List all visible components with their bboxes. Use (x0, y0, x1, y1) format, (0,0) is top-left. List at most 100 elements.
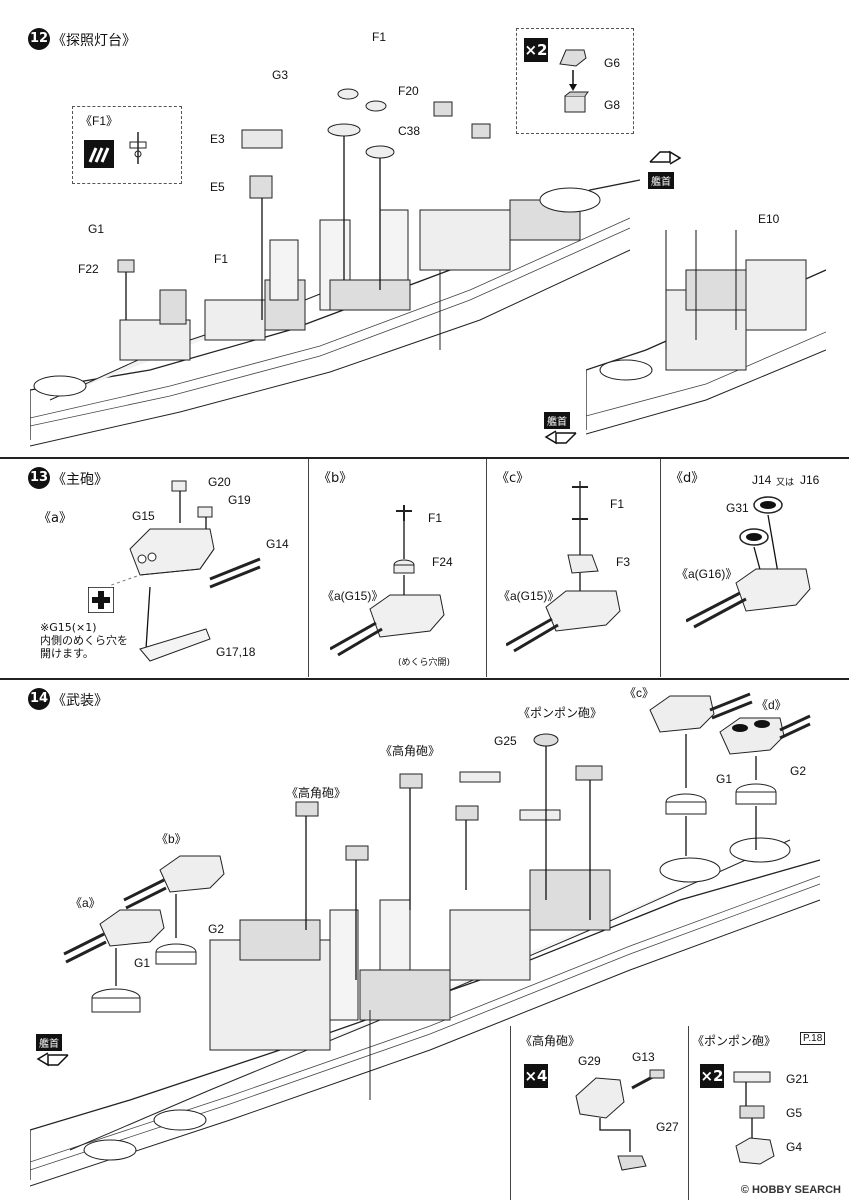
label-c38: C38 (398, 124, 421, 138)
label-j14: J14 (752, 473, 772, 487)
turret-13c (506, 481, 621, 653)
turret-13a (110, 480, 261, 662)
step-13-panel: 13 《主砲》 《a》 G20 G19 G15 G14 G17,18 ※G15(… (0, 459, 849, 677)
step-12-title: 《探照灯台》 (52, 33, 136, 49)
divider-13-ab (308, 459, 309, 677)
label-g27: G27 (656, 1120, 679, 1134)
inset-pompom-left (688, 1026, 689, 1200)
ship-hull-step12-right (586, 230, 826, 435)
step-12-panel: 12 《探照灯台》 《F1》 ×2 G6 G8 F1 F20 C38 G3 E3… (0, 0, 849, 456)
label-14d: 《d》 (756, 698, 787, 712)
label-f20: F20 (398, 84, 419, 98)
inset-pompom-title: 《ポンポン砲》 (692, 1034, 777, 1048)
f1-detail-part-icon (129, 132, 147, 164)
label-14c: 《c》 (624, 686, 655, 700)
arrow-g6-g8 (569, 70, 577, 91)
multiplier-x4: ×4 (524, 1064, 548, 1088)
step-12-number: 12 (28, 28, 50, 50)
caption-13b: (めくら穴開) (398, 658, 451, 668)
bow-marker-right: 艦首 (648, 148, 682, 189)
label-j16: J16 (800, 473, 820, 487)
label-g4: G4 (786, 1140, 803, 1154)
koukaku-parts (575, 1069, 665, 1171)
label-pompom-top: 《ポンポン砲》 (518, 706, 603, 720)
g6-g8-box (516, 28, 634, 134)
label-g25: G25 (494, 734, 517, 748)
label-13c-ref: 《a(G15)》 (498, 589, 560, 603)
label-14-g2-right: G2 (790, 764, 807, 778)
divider-13-bc (486, 459, 487, 677)
label-13c-f1: F1 (610, 497, 625, 511)
g6-part-icon (559, 49, 587, 67)
label-13b-f1: F1 (428, 511, 443, 525)
label-e10: E10 (758, 212, 780, 226)
label-g14: G14 (266, 537, 289, 551)
divider-12-13 (0, 457, 849, 459)
step-13-number: 13 (28, 467, 50, 489)
label-14-g1-left: G1 (134, 956, 151, 970)
label-14b: 《b》 (156, 832, 187, 846)
inset-koukaku-title: 《高角砲》 (520, 1034, 581, 1048)
step-13a-title: 《a》 (38, 511, 72, 526)
label-14-g2-left: G2 (208, 922, 225, 936)
label-13c-f3: F3 (616, 555, 631, 569)
multiplier-x2: ×2 (524, 38, 548, 62)
bow-label-14: 艦首 (36, 1034, 62, 1051)
label-g6: G6 (604, 56, 621, 70)
bow-label-right: 艦首 (648, 172, 674, 189)
step-13a-note: ※G15(×1) 内側のめくら穴を 開けます。 (40, 621, 128, 660)
label-g21: G21 (786, 1072, 809, 1086)
label-f1-top: F1 (372, 30, 387, 44)
step-14-title: 《武装》 (52, 693, 108, 709)
label-g29: G29 (578, 1054, 601, 1068)
inset-koukaku-left (510, 1026, 511, 1200)
turret-13b (330, 505, 445, 657)
label-g17-18: G17,18 (216, 645, 256, 659)
ship-hull-step12-main (30, 179, 640, 447)
label-g5: G5 (786, 1106, 803, 1120)
turret-13d (686, 496, 811, 629)
divider-13-cd (660, 459, 661, 677)
step-13c-title: 《c》 (496, 471, 530, 486)
parts-step14 (63, 692, 811, 1013)
bow-marker-14: 艦首 (36, 1032, 70, 1073)
label-koukaku-2: 《高角砲》 (286, 786, 347, 800)
label-13b-f24: F24 (432, 555, 453, 569)
label-e5: E5 (210, 180, 225, 194)
f1-detail-title: 《F1》 (80, 114, 119, 128)
label-g19: G19 (228, 493, 251, 507)
bow-marker-bottom: 艦首 (544, 410, 578, 451)
label-14a: 《a》 (70, 896, 101, 910)
pompom-parts (733, 1071, 775, 1165)
label-13d-ref: 《a(G16)》 (676, 567, 738, 581)
step-14-number: 14 (28, 688, 50, 710)
label-g31: G31 (726, 501, 749, 515)
label-14-g1-right: G1 (716, 772, 733, 786)
label-g20: G20 (208, 475, 231, 489)
divider-13-14 (0, 678, 849, 680)
label-g15: G15 (132, 509, 155, 523)
f1-detail-box (72, 106, 182, 184)
drill-icon (84, 140, 114, 168)
label-g1: G1 (88, 222, 105, 236)
g8-part-icon (564, 91, 589, 113)
label-e3: E3 (210, 132, 225, 146)
label-13b-ref: 《a(G15)》 (322, 589, 384, 603)
drill-icon-13a (88, 587, 114, 613)
step-14-panel: 14 《武装》 《ポンポン砲》 《c》 《d》 G25 《高角砲》 《高角砲》 … (0, 680, 849, 1200)
parts-step12 (117, 88, 491, 320)
label-f22: F22 (78, 262, 99, 276)
step-13b-title: 《b》 (318, 471, 353, 486)
label-or: 又は (776, 478, 795, 488)
ship-hull-step14 (30, 837, 821, 1187)
multiplier-x2-pompom: ×2 (700, 1064, 724, 1088)
step-13-title: 《主砲》 (52, 472, 108, 488)
label-g13: G13 (632, 1050, 655, 1064)
label-g8: G8 (604, 98, 621, 112)
step-13d-title: 《d》 (670, 471, 705, 486)
label-koukaku-1: 《高角砲》 (380, 744, 441, 758)
bow-label-bottom: 艦首 (544, 412, 570, 429)
inset-pompom-page-ref: P.18 (800, 1032, 826, 1045)
label-f1-mid: F1 (214, 252, 229, 266)
watermark: © HOBBY SEARCH (740, 1184, 841, 1196)
